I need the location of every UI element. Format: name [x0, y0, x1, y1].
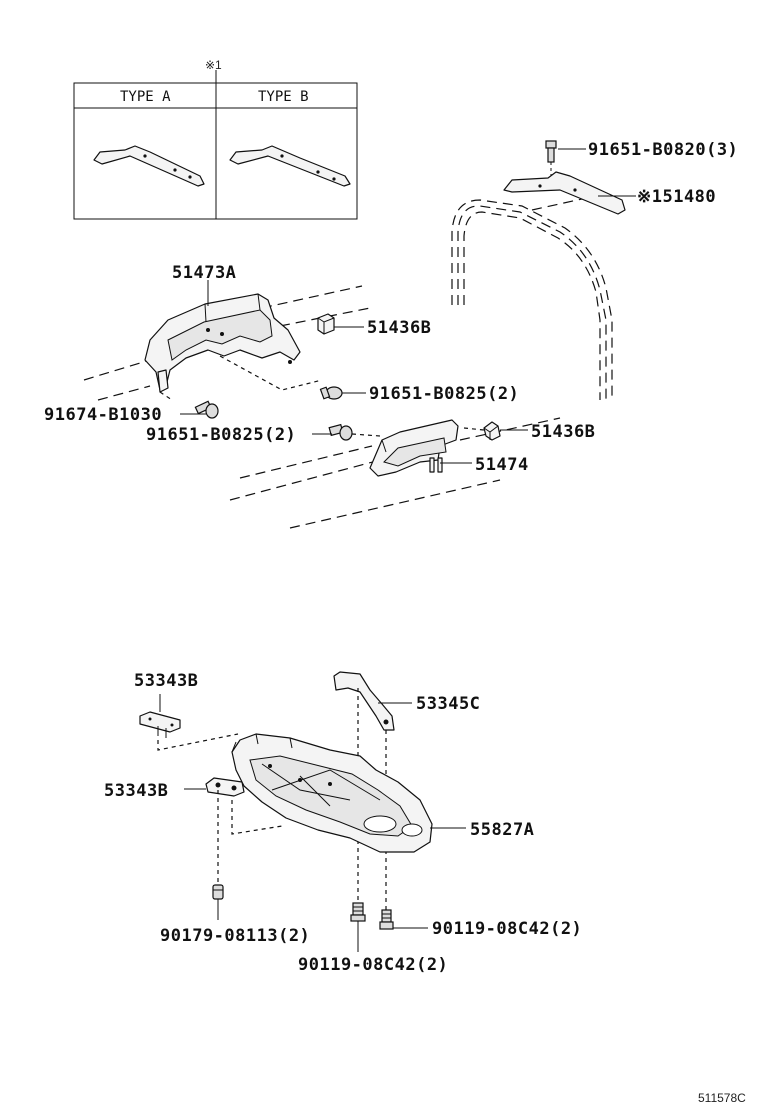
bracket-53343b-lower	[205, 777, 245, 797]
type-a-label: TYPE A	[120, 89, 171, 105]
nut-90179-08113	[212, 884, 224, 900]
label-51436b-lower: 51436B	[531, 422, 595, 442]
bolt-91651-b0820	[545, 140, 557, 176]
bolt-91651-b0825-upper	[319, 386, 343, 400]
label-51480: ※151480	[637, 187, 716, 207]
bracket-51474	[369, 419, 459, 477]
bracket-51480	[503, 171, 626, 215]
label-53345c: 53345C	[416, 694, 480, 714]
bolt-90119-08c42-right	[379, 909, 394, 930]
inset-marker: ※1	[205, 58, 222, 72]
bracket-53345c	[333, 671, 395, 731]
bracket-53343b-upper	[139, 711, 181, 738]
label-91651-b0825-lower: 91651-B0825(2)	[146, 425, 296, 445]
bolt-90119-08c42-center	[350, 902, 366, 922]
label-51474: 51474	[475, 455, 529, 475]
type-a-bracket	[93, 145, 205, 187]
diagram-code: 511578C	[698, 1091, 746, 1105]
label-53343b-lower: 53343B	[104, 781, 168, 801]
type-b-bracket	[229, 145, 351, 187]
label-90119-08c42-center: 90119-08C42(2)	[298, 955, 448, 975]
label-51473a: 51473A	[172, 263, 236, 283]
label-55827a: 55827A	[470, 820, 534, 840]
type-b-label: TYPE B	[258, 89, 309, 105]
label-91651-b0820: 91651-B0820(3)	[588, 140, 738, 160]
label-91674-b1030: 91674-B1030	[44, 405, 162, 425]
type-inset: ※1 TYPE A TYPE B	[73, 58, 358, 220]
cover-55827a	[231, 733, 433, 853]
bracket-51473a	[144, 293, 301, 393]
bolt-91674-b1030	[194, 400, 219, 419]
label-51436b-upper: 51436B	[367, 318, 431, 338]
nut-51436b-upper	[317, 313, 335, 335]
label-53343b-upper: 53343B	[134, 671, 198, 691]
frame-outline-upper	[83, 194, 613, 529]
label-90179-08113: 90179-08113(2)	[160, 926, 310, 946]
bolt-91651-b0825-lower	[328, 423, 353, 441]
label-91651-b0825-upper: 91651-B0825(2)	[369, 384, 519, 404]
label-90119-08c42-right: 90119-08C42(2)	[432, 919, 582, 939]
nut-51436b-lower	[483, 421, 501, 441]
